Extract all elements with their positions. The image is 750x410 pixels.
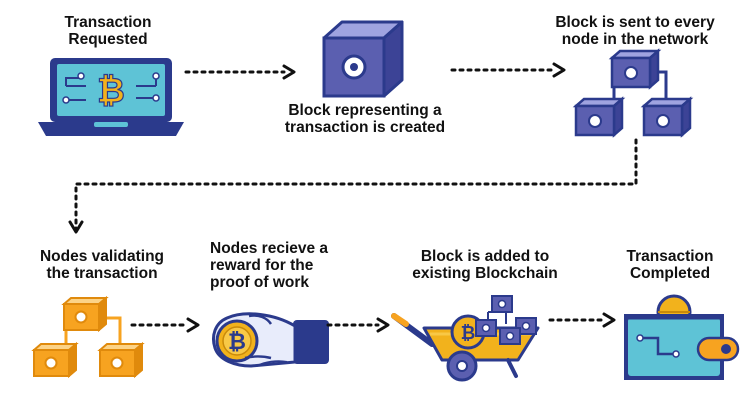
label-transaction-completed: Transaction Completed — [626, 248, 714, 282]
label-nodes-validating: Nodes validating the transaction — [39, 248, 165, 282]
network-blocks-icon — [572, 48, 702, 140]
svg-text:₿: ₿ — [97, 72, 125, 110]
label-block-sent: Block is sent to every node in the netwo… — [555, 14, 715, 48]
label-transaction-requested: Transaction Requested — [64, 14, 152, 48]
arrow-network-to-validating — [68, 138, 644, 238]
svg-text:₿: ₿ — [228, 329, 246, 354]
label-block-added: Block is added to existing Blockchain — [412, 248, 558, 282]
validating-nodes-icon — [30, 295, 152, 384]
arrow-block-to-network — [450, 62, 568, 78]
wallet-icon — [618, 294, 743, 386]
arrow-reward-to-blockchain — [326, 317, 390, 333]
block-icon — [318, 18, 408, 100]
svg-text:₿: ₿ — [461, 323, 476, 343]
wheelbarrow-blockchain-icon: ₿ — [388, 288, 548, 384]
arrow-blockchain-to-wallet — [548, 312, 616, 328]
laptop-bitcoin-icon: ₿ — [36, 56, 186, 138]
label-block-created: Block representing a transaction is crea… — [284, 102, 446, 136]
label-nodes-reward: Nodes recieve a reward for the proof of … — [210, 240, 329, 291]
hand-bitcoin-icon: ₿ — [205, 296, 330, 381]
arrow-validating-to-reward — [130, 317, 200, 333]
arrow-laptop-to-block — [184, 64, 298, 80]
